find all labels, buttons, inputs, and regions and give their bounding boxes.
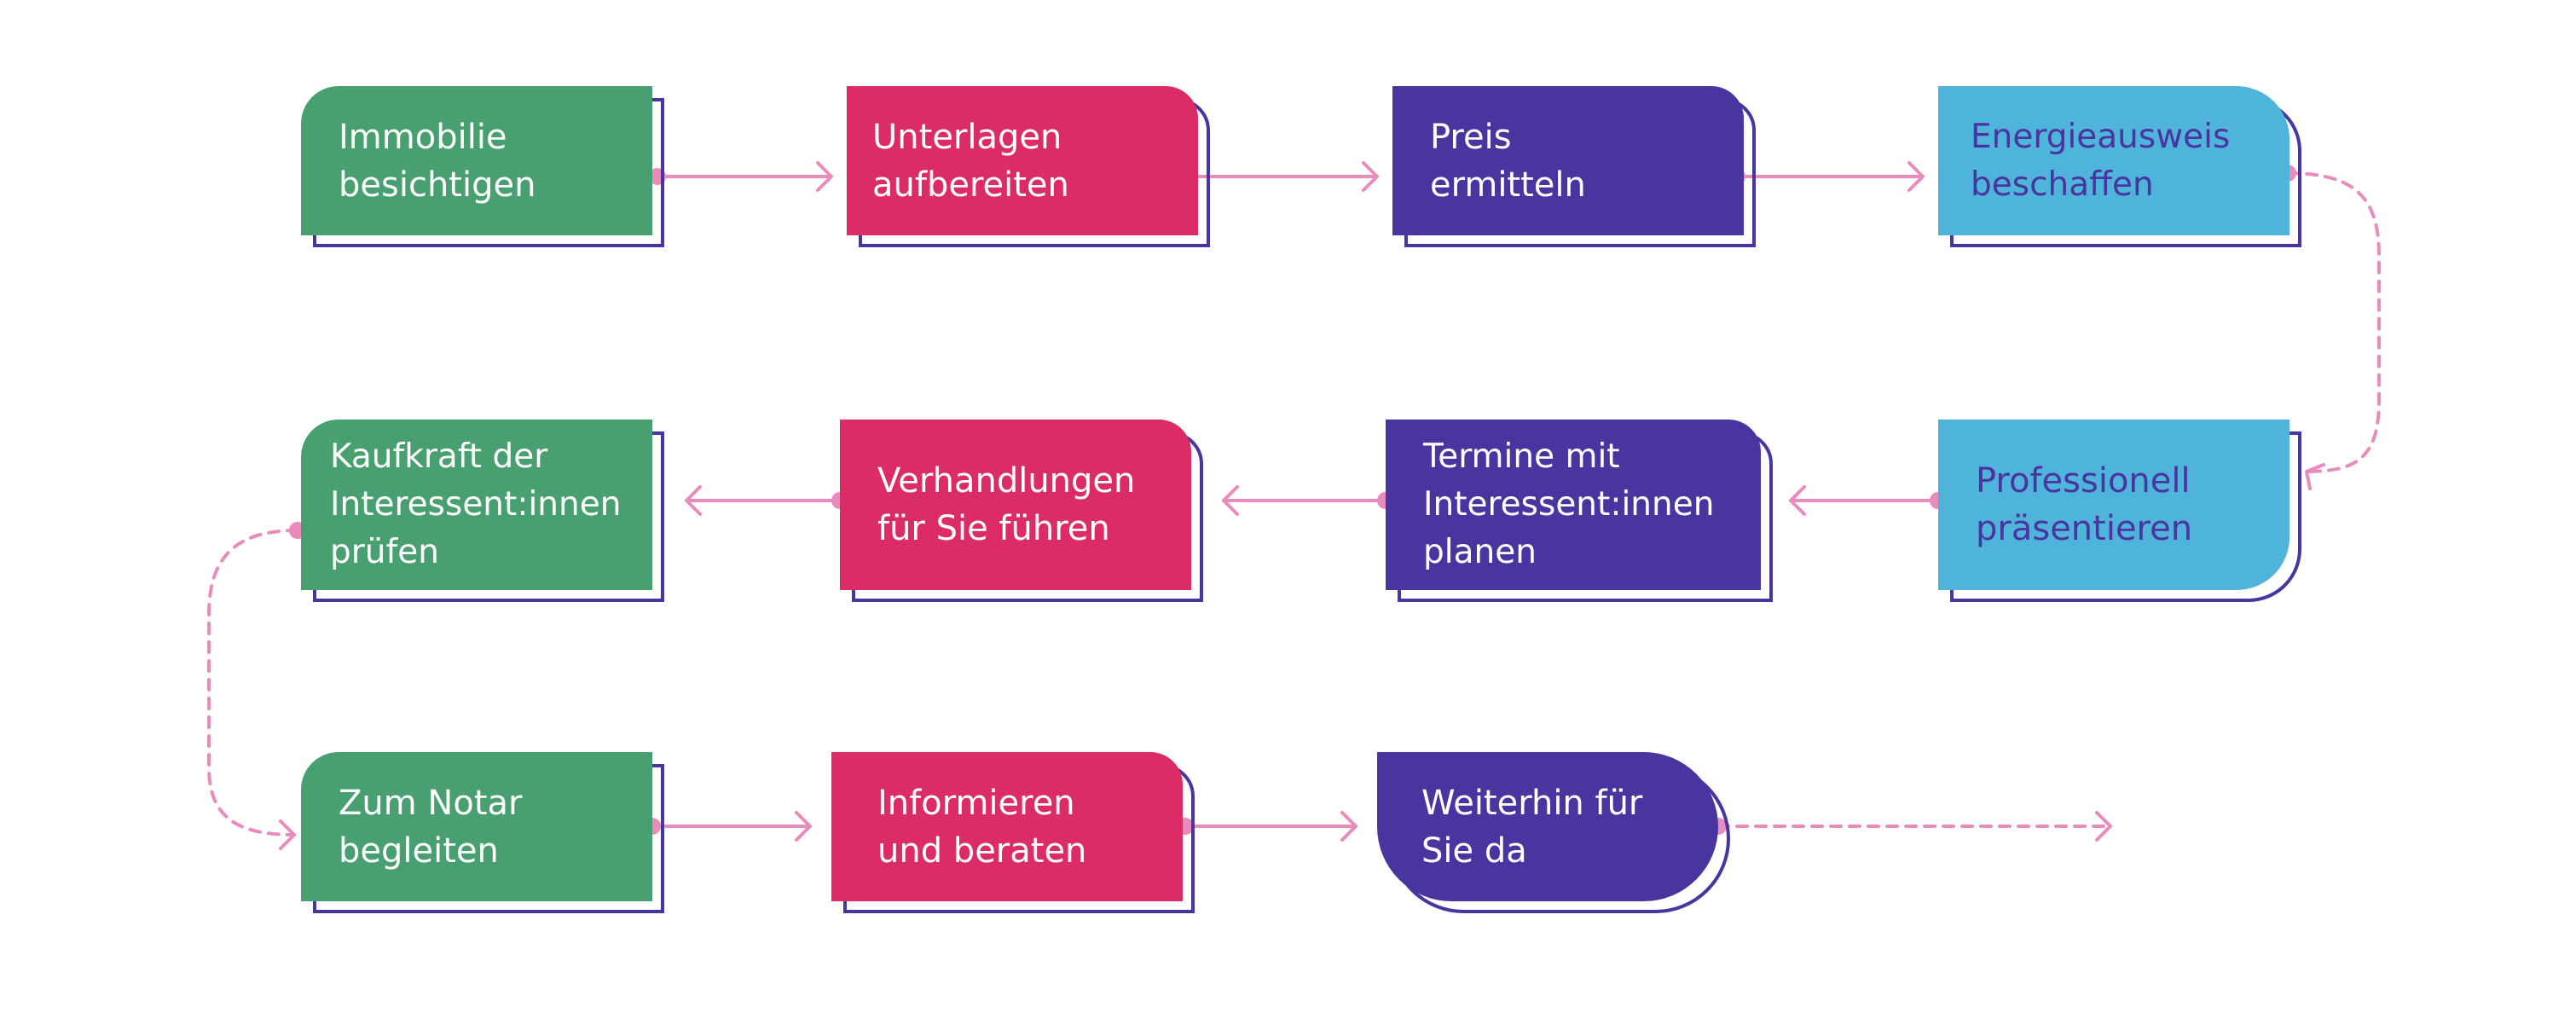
step-energieausweis-beschaffen: Energieausweis beschaffen [1938,86,2301,247]
arrowhead [1222,485,1239,516]
step-label: Weiterhin für Sie da [1421,783,1643,871]
connector-curve [2286,171,2381,473]
step-label: Unterlagen aufbereiten [872,117,1069,205]
step-fill: Weiterhin für Sie da [1377,752,1718,901]
step-fill: Verhandlungen für Sie führen [840,420,1191,590]
arrowhead [1789,485,1806,516]
step-label: Zum Notar begleiten [339,783,523,871]
arrowhead [1907,161,1925,192]
step-verhandlungen-fuehren: Verhandlungen für Sie führen [840,420,1203,602]
step-fill: Termine mit Interessent:innen planen [1386,420,1761,590]
step-label: Termine mit Interessent:innen planen [1423,437,1715,571]
step-label: Energieausweis beschaffen [1971,117,2231,204]
step-label: Professionell präsentieren [1976,461,2193,548]
step-fill: Preis ermitteln [1392,86,1744,235]
step-fill: Professionell präsentieren [1938,420,2289,590]
step-fill: Kaufkraft der Interessent:innen prüfen [301,420,652,590]
step-label: Verhandlungen für Sie führen [877,461,1136,548]
step-preis-ermitteln: Preis ermitteln [1392,86,1756,247]
step-fill: Energieausweis beschaffen [1938,86,2289,235]
step-weiterhin-da: Weiterhin für Sie da [1377,752,1730,913]
step-label: Immobilie besichtigen [339,117,536,205]
step-informieren-beraten: Informieren und beraten [831,752,1195,913]
step-fill: Immobilie besichtigen [301,86,652,235]
step-fill: Unterlagen aufbereiten [847,86,1198,235]
step-termine-planen: Termine mit Interessent:innen planen [1386,420,1773,602]
step-fill: Informieren und beraten [831,752,1183,901]
step-professionell-praesentieren: Professionell präsentieren [1938,420,2301,602]
arrowhead [795,811,812,842]
step-label: Informieren und beraten [877,783,1087,871]
arrowhead [1362,161,1379,192]
step-fill: Zum Notar begleiten [301,752,652,901]
step-label: Preis ermitteln [1430,117,1586,205]
step-zum-notar-begleiten: Zum Notar begleiten [301,752,664,913]
arrowhead [279,819,296,850]
step-kaufkraft-pruefen: Kaufkraft der Interessent:innen prüfen [301,420,664,602]
step-immobilie-besichtigen: Immobilie besichtigen [301,86,664,247]
step-unterlagen-aufbereiten: Unterlagen aufbereiten [847,86,1210,247]
arrowhead [1340,811,1357,842]
connector-curve [207,529,299,836]
step-label: Kaufkraft der Interessent:innen prüfen [330,437,622,571]
arrowhead [816,161,833,192]
arrowhead [2305,463,2325,490]
arrowhead [685,485,702,516]
arrowhead [2095,811,2112,842]
